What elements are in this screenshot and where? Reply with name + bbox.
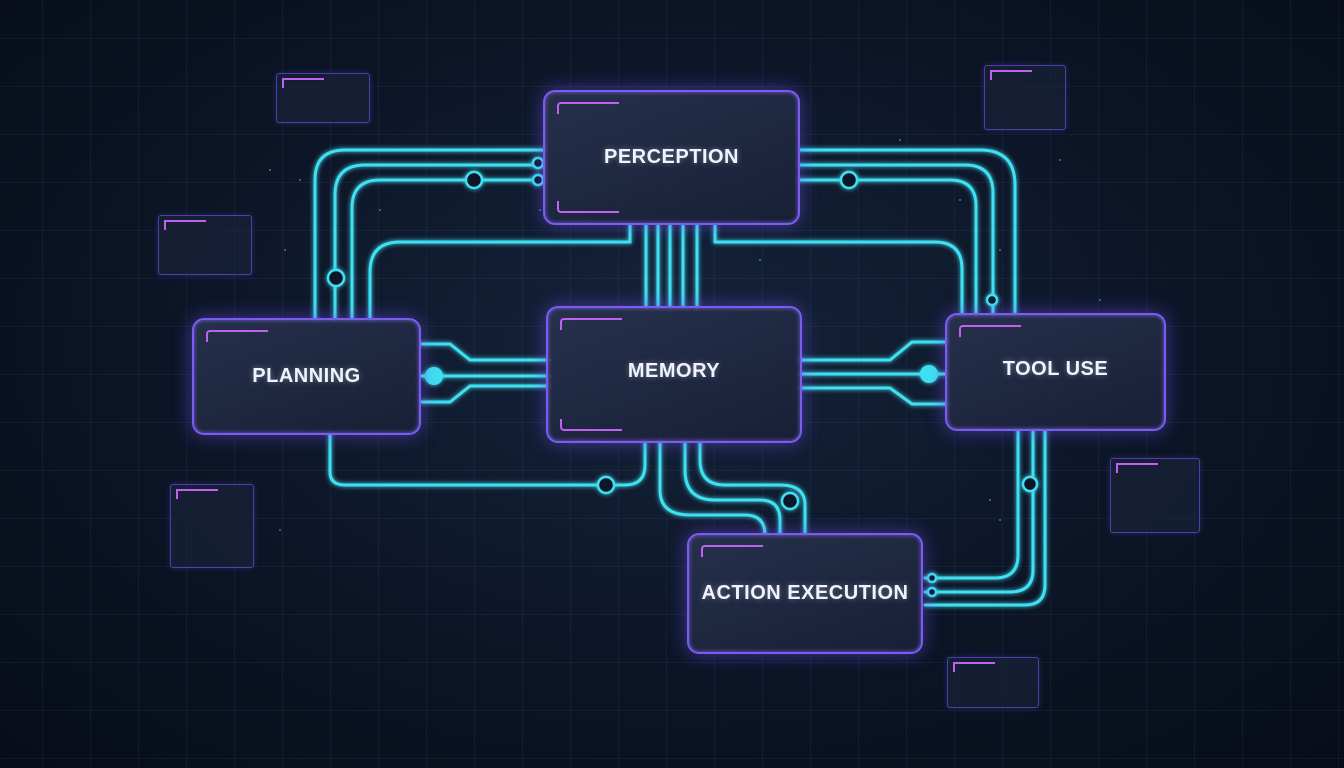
corner-accent <box>557 201 619 213</box>
junction-node <box>326 268 346 288</box>
wire-memory-action <box>658 438 767 537</box>
wire-tooluse-action <box>923 428 1047 607</box>
decorative-panel <box>276 73 370 123</box>
wire-perception-tooluse <box>796 148 1017 317</box>
node-label-perception: PERCEPTION <box>603 146 740 168</box>
junction-dot <box>425 367 443 385</box>
wire-perception-planning <box>333 163 547 322</box>
wire-perception-tooluse <box>796 163 995 317</box>
wire-perception-tooluse <box>713 223 964 317</box>
wire-planning-memory <box>418 342 552 362</box>
wire-tooluse-action <box>923 428 1035 594</box>
junction-node <box>596 475 616 495</box>
junction-node <box>464 170 484 190</box>
wire-perception-planning <box>350 178 547 322</box>
wire-perception-planning <box>313 148 547 322</box>
wire-tooluse-action <box>923 428 1020 580</box>
decorative-panel <box>158 215 252 275</box>
wire-planning-memory-loop <box>328 430 647 487</box>
node-tool-use: TOOL USE <box>945 313 1166 431</box>
decorative-panel <box>1110 458 1200 533</box>
junction-node <box>926 586 938 598</box>
wire-planning-memory <box>418 384 552 404</box>
junction-node <box>780 491 800 511</box>
wire-perception-tooluse <box>796 178 978 317</box>
corner-accent <box>206 330 268 342</box>
wire-memory-action <box>683 438 782 537</box>
decorative-panel <box>170 484 254 568</box>
corner-accent <box>560 419 622 431</box>
junction-node <box>839 170 859 190</box>
junction-node <box>531 156 545 170</box>
decorative-panel <box>984 65 1066 130</box>
junction-node <box>926 572 938 584</box>
junction-node <box>531 173 545 187</box>
corner-accent <box>959 325 1021 337</box>
node-perception: PERCEPTION <box>543 90 800 225</box>
node-label-action-execution: ACTION EXECUTION <box>701 582 909 604</box>
junction-node <box>1021 475 1039 493</box>
wire-memory-action <box>698 438 807 537</box>
junction-dot <box>920 365 938 383</box>
node-planning: PLANNING <box>192 318 421 435</box>
node-label-planning: PLANNING <box>252 365 361 387</box>
junction-node <box>985 293 999 307</box>
wire-memory-tooluse <box>796 386 950 406</box>
corner-accent <box>560 318 622 330</box>
node-action-execution: ACTION EXECUTION <box>687 533 923 654</box>
decorative-panel <box>947 657 1039 708</box>
wire-perception-planning <box>368 223 632 322</box>
node-memory: MEMORY <box>546 306 802 443</box>
corner-accent <box>701 545 763 557</box>
node-label-memory: MEMORY <box>627 360 721 382</box>
wire-memory-tooluse <box>796 340 950 362</box>
corner-accent <box>557 102 619 114</box>
node-label-tool-use: TOOL USE <box>1002 357 1109 380</box>
